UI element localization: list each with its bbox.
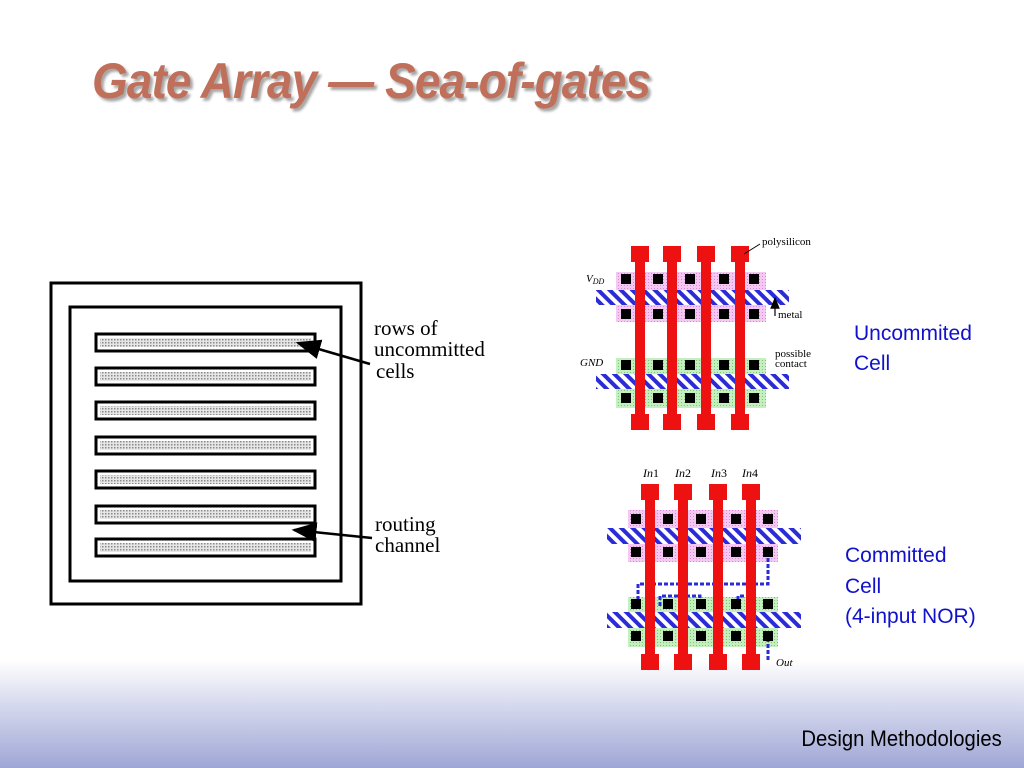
contact — [653, 393, 663, 403]
rows-label: rows of uncommitted cells — [374, 316, 490, 383]
contact — [621, 274, 631, 284]
committed-cell-caption: Committed Cell (4-input NOR) — [845, 544, 976, 628]
contact — [719, 309, 729, 319]
cell-row — [94, 435, 317, 456]
contact — [749, 309, 759, 319]
gnd-label: GND — [580, 357, 603, 369]
poly-gate — [674, 484, 692, 670]
possible-contact-label: possible contact — [775, 348, 814, 370]
c-vdd-metal-rail — [607, 528, 801, 544]
contact — [749, 360, 759, 370]
contact — [696, 599, 706, 609]
uncommitted-polysilicon — [631, 246, 749, 430]
contact — [631, 599, 641, 609]
contact — [719, 360, 729, 370]
committed-cell-layout: In1 In2 In3 In4 Out Committed Cell (4-input… — [607, 466, 976, 670]
contact — [731, 599, 741, 609]
contact — [685, 360, 695, 370]
contact — [621, 360, 631, 370]
contact — [685, 393, 695, 403]
committed-polysilicon — [641, 484, 760, 670]
contact — [663, 547, 673, 557]
vdd-label: VDD — [586, 273, 605, 286]
poly-gate — [663, 246, 681, 430]
metal-label: metal — [778, 309, 802, 321]
contact — [631, 514, 641, 524]
contact — [653, 309, 663, 319]
contact — [663, 599, 673, 609]
routing-channel-label: routing channel — [375, 512, 441, 557]
contact — [631, 547, 641, 557]
poly-gate — [697, 246, 715, 430]
chip-outer-border — [49, 281, 363, 606]
footer-gradient-band — [0, 660, 1024, 768]
contact — [621, 393, 631, 403]
poly-gate — [631, 246, 649, 430]
contact — [663, 514, 673, 524]
contact — [763, 599, 773, 609]
poly-gate — [742, 484, 760, 670]
contact — [749, 393, 759, 403]
poly-gate — [709, 484, 727, 670]
footer-label: Design Methodologies — [801, 726, 1002, 751]
cell-row — [94, 332, 317, 353]
vdd-metal-rail — [596, 290, 789, 305]
c-gnd-metal-rail — [607, 612, 801, 628]
contact — [653, 274, 663, 284]
uncommitted-contacts — [621, 274, 759, 403]
contact — [696, 514, 706, 524]
contact — [685, 274, 695, 284]
polysilicon-label: polysilicon — [762, 236, 811, 248]
contact — [685, 309, 695, 319]
cell-row — [94, 400, 317, 421]
contact — [731, 547, 741, 557]
contact — [653, 360, 663, 370]
channel-arrow — [291, 522, 373, 543]
uncommitted-cell-caption: Uncommited Cell — [854, 322, 978, 375]
cell-row — [94, 469, 317, 490]
slide-title: Gate Array — Sea-of-gates — [92, 53, 651, 109]
cell-row — [94, 366, 317, 387]
chip-inner-border — [68, 305, 343, 583]
polysilicon-pointer — [743, 243, 761, 255]
contact — [631, 631, 641, 641]
input-label-1: In1 — [642, 466, 659, 480]
poly-gate — [641, 484, 659, 670]
committed-contacts — [631, 514, 773, 641]
cell-row — [94, 537, 317, 558]
input-label-4: In4 — [741, 466, 758, 480]
output-route — [636, 552, 770, 606]
contact — [663, 631, 673, 641]
cell-row — [94, 504, 317, 525]
input-label-3: In3 — [710, 466, 727, 480]
contact — [731, 631, 741, 641]
contact — [621, 309, 631, 319]
contact — [763, 547, 773, 557]
gnd-metal-rail — [596, 374, 789, 389]
input-labels: In1 In2 In3 In4 — [642, 466, 758, 480]
cell-rows — [94, 332, 317, 558]
out-label: Out — [776, 657, 793, 669]
contact — [696, 547, 706, 557]
contact — [719, 393, 729, 403]
contact — [696, 631, 706, 641]
poly-gate — [731, 246, 749, 430]
contact — [749, 274, 759, 284]
contact — [731, 514, 741, 524]
uncommitted-cell-layout: polysilicon VDD GND metal possible conta… — [580, 236, 978, 430]
rows-arrow — [295, 339, 371, 366]
contact — [763, 514, 773, 524]
input-label-2: In2 — [674, 466, 691, 480]
contact — [719, 274, 729, 284]
floorplan-diagram: rows of uncommitted cells routing channe… — [49, 281, 490, 606]
contact — [763, 631, 773, 641]
